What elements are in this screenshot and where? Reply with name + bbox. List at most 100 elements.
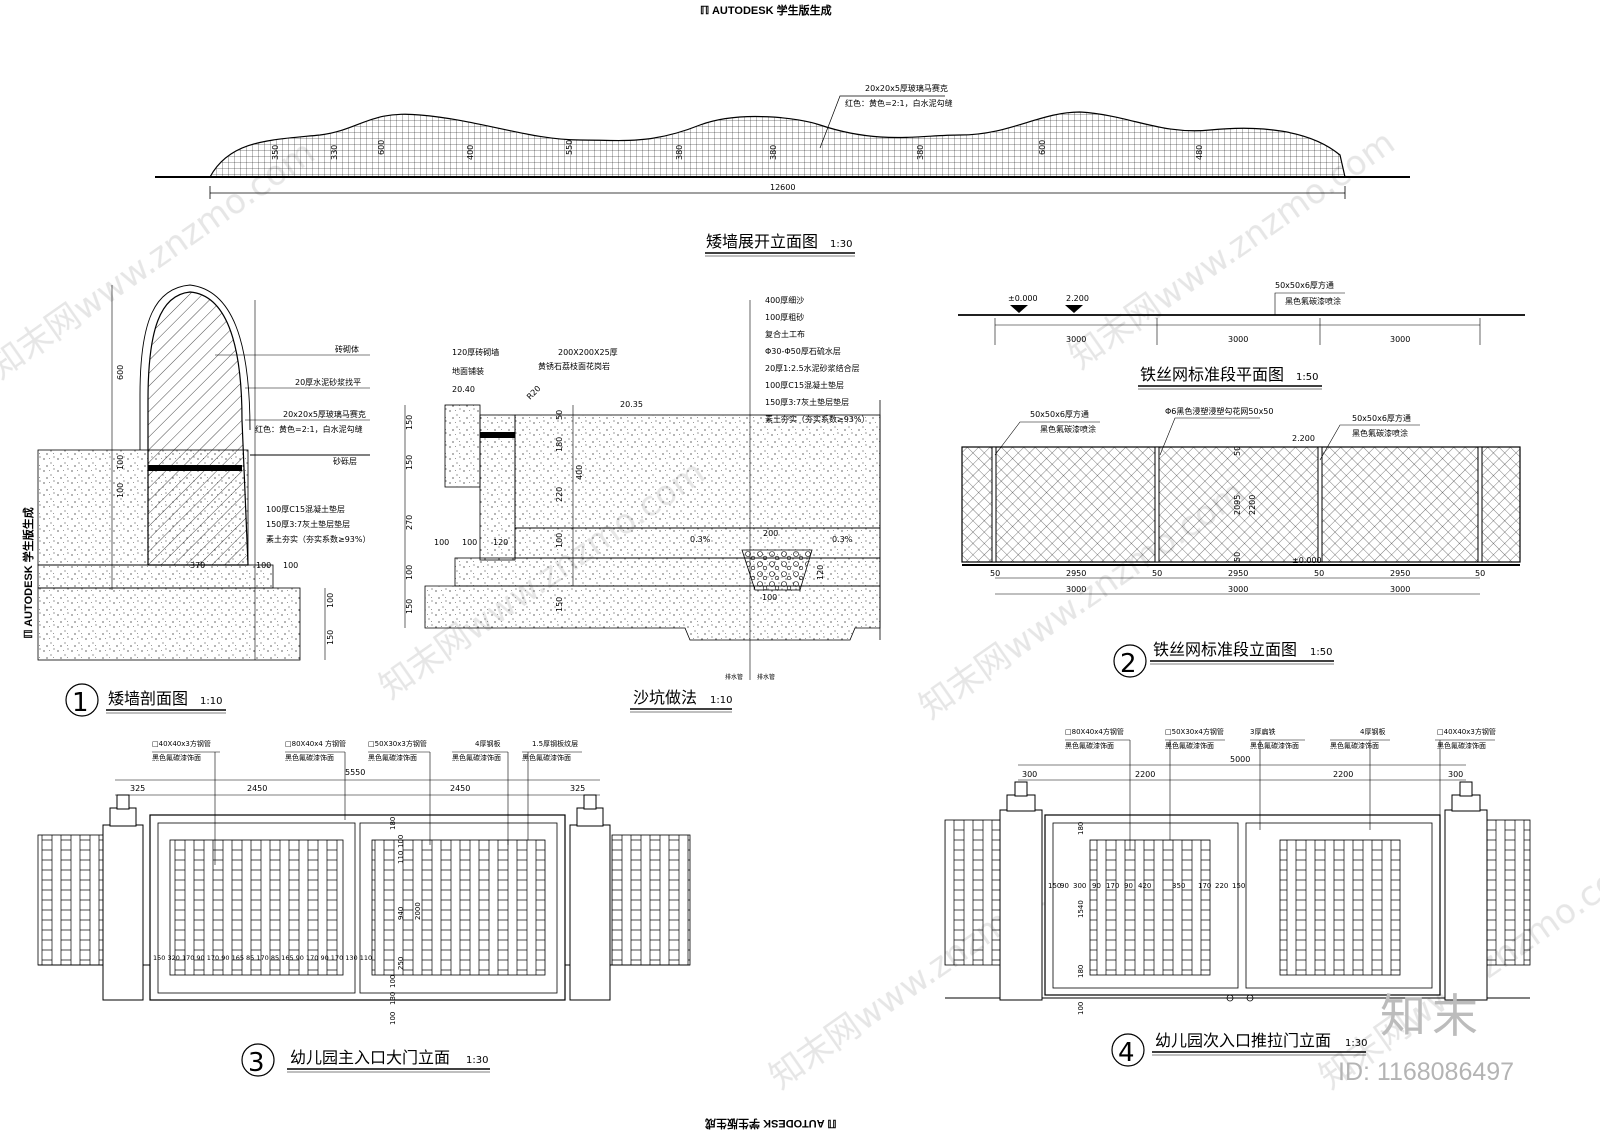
- autodesk-stamp-top: ℿ AUTODESK 学生版生成: [700, 2, 832, 18]
- section-dim: 100: [116, 455, 125, 470]
- elev-height-dim: 380: [675, 145, 684, 160]
- main-gate-note: 黑色氟碳漆饰面: [368, 753, 417, 762]
- section-dim: 100: [283, 561, 298, 570]
- autodesk-stamp-text: AUTODESK 学生版生成: [705, 1117, 825, 1129]
- main-gate-note: 黑色氟碳漆饰面: [452, 753, 501, 762]
- elev-note-mosaic: 20x20x5厚玻璃马赛克: [865, 83, 948, 93]
- sandpit-layer: Φ30-Φ50厚石硫水层: [765, 346, 841, 356]
- main-gate-dim: 2450: [247, 784, 267, 793]
- side-gate-note: 黑色氟碳漆饰面: [1437, 741, 1486, 750]
- sandpit-dim: 150: [405, 599, 414, 614]
- section-label: 100厚C15混凝土垫层: [266, 504, 345, 514]
- elev-height-dim: 400: [466, 145, 475, 160]
- side-gate-bar-dim: 350: [1172, 882, 1185, 890]
- elev-note-colors: 红色：黄色=2:1，白水泥勾缝: [845, 98, 953, 108]
- fence-2-callout: [1113, 644, 1147, 678]
- sandpit-dim: 270: [405, 515, 414, 530]
- plan-note: 50x50x6厚方通: [1275, 280, 1334, 290]
- section-label: 砂砾层: [333, 456, 357, 466]
- main-gate-note: 黑色氟碳漆饰面: [285, 753, 334, 762]
- sandpit-dim: R20: [525, 384, 543, 402]
- fence-dim: 3000: [1066, 585, 1086, 594]
- section-1-number: 1: [72, 688, 89, 718]
- main-gate-3-callout: [241, 1043, 275, 1077]
- main-gate-title: 幼儿园主入口大门立面: [290, 1048, 450, 1067]
- section-dim: 370: [190, 561, 205, 570]
- main-gate-vdim: 940: [397, 907, 405, 920]
- sandpit-drawing: 150 150 270 100 150 100 100 120 50 180 2…: [404, 295, 881, 713]
- main-gate-total-dim: 5550: [345, 768, 365, 777]
- sandpit-dim: 400: [575, 465, 584, 480]
- main-gate-dim: 2450: [450, 784, 470, 793]
- main-gate-dim: 325: [130, 784, 145, 793]
- autodesk-stamp-text: AUTODESK 学生版生成: [22, 507, 35, 627]
- side-gate-4-number: 4: [1118, 1038, 1135, 1068]
- sandpit-dim: 100: [762, 593, 777, 602]
- wall-elevation-mosaic-wall: [208, 111, 1346, 178]
- side-gate-drawing: 5000 300 2200 2200 300 180 1540 180 100 …: [944, 727, 1531, 1068]
- main-gate-vdim: 100: [389, 1012, 397, 1025]
- fence-2-scale: 1:50: [1310, 647, 1332, 658]
- section-dim: 100: [116, 483, 125, 498]
- fence-height: 2200: [1248, 495, 1257, 515]
- section-1-title: 矮墙剖面图: [108, 689, 188, 708]
- autodesk-logo-icon: ℿ: [22, 626, 35, 639]
- section-1-callout: [65, 683, 99, 717]
- main-gate-note: 黑色氟碳漆饰面: [522, 753, 571, 762]
- section-1-scale: 1:10: [200, 696, 222, 707]
- side-gate-scale: 1:30: [1345, 1038, 1367, 1049]
- plan-title: 铁丝网标准段平面图: [1140, 365, 1284, 384]
- sandpit-dim: 100: [462, 538, 477, 547]
- main-gate-vdim: 130: [389, 992, 397, 1005]
- sandpit-dim: 120: [816, 565, 825, 580]
- fence-seg-dim: 2950: [1228, 569, 1248, 578]
- sandpit-level: 20.35: [620, 400, 643, 409]
- fence-note: 黑色氟碳漆喷涂: [1352, 428, 1408, 438]
- elev-height-dim: 380: [916, 145, 925, 160]
- side-gate-bar-dim: 170: [1106, 882, 1119, 890]
- plan-dim: 3000: [1390, 335, 1410, 344]
- fence-2-number: 2: [1120, 649, 1137, 679]
- elev-scale: 1:30: [830, 239, 852, 250]
- sandpit-layer: 150厚3:7灰土垫层垫层: [765, 397, 849, 407]
- brand-logo: 知末: [1380, 989, 1484, 1043]
- sandpit-title: 沙坑做法: [633, 688, 697, 707]
- elev-height-dim: 350: [271, 145, 280, 160]
- main-gate-note: □50X30x3方钢管: [368, 739, 427, 748]
- fence-dim: 3000: [1228, 585, 1248, 594]
- elev-height-dim: 550: [565, 140, 574, 155]
- section-wall-core: [147, 291, 249, 566]
- main-gate-3-number: 3: [248, 1048, 265, 1078]
- autodesk-stamp-bottom: ℿ AUTODESK 学生版生成: [705, 1116, 837, 1132]
- side-gate-bar-dim: 90: [1092, 882, 1101, 890]
- section-label: 20x20x5厚玻璃马赛克: [283, 409, 366, 419]
- fence-plan-drawing: ±0.000 2.200 50x50x6厚方通 黑色氟碳漆喷涂 3000 300…: [958, 280, 1525, 390]
- side-gate-bar-dim: 420: [1138, 882, 1151, 890]
- main-gate-drawing: 5550 325 2450 2450 325 180 100 110 940 2…: [37, 739, 691, 1078]
- fence-height: 2095: [1233, 495, 1242, 515]
- main-gate-note: 1.5厚钢板纹层: [532, 739, 578, 748]
- elev-height-dim: 480: [1195, 145, 1204, 160]
- fence-2-title: 铁丝网标准段立面图: [1153, 640, 1297, 659]
- sandpit-dim: 120: [493, 538, 508, 547]
- elev-height-dim: 380: [769, 145, 778, 160]
- fence-note: 50x50x6厚方通: [1352, 413, 1411, 423]
- main-gate-vdim: 110: [397, 851, 405, 864]
- side-gate-note: 3厚扁铁: [1250, 727, 1275, 736]
- side-gate-bar-dim: 150: [1048, 882, 1061, 890]
- section-label: 砖砌体: [335, 344, 359, 354]
- side-gate-note: 黑色氟碳漆饰面: [1250, 741, 1299, 750]
- elev-height-dim: 600: [377, 140, 386, 155]
- sandpit-dim: 180: [555, 437, 564, 452]
- main-gate-note: □80X40x4 方钢管: [285, 739, 346, 748]
- side-gate-bar-dim: 220: [1215, 882, 1228, 890]
- fence-height: 50: [1233, 446, 1242, 456]
- side-gate-4-callout: [1111, 1033, 1145, 1067]
- autodesk-logo-icon: ℿ: [824, 1117, 837, 1129]
- sandpit-top-label: 120厚砖砌墙: [452, 347, 499, 357]
- side-gate-bar-dim: 90: [1060, 882, 1069, 890]
- elev-height-dim: 600: [1038, 140, 1047, 155]
- main-gate-note: 4厚钢板: [475, 739, 500, 748]
- main-gate-bar-dims: 150 320 170 90 170 90 165 85 170 85 165 …: [153, 954, 372, 962]
